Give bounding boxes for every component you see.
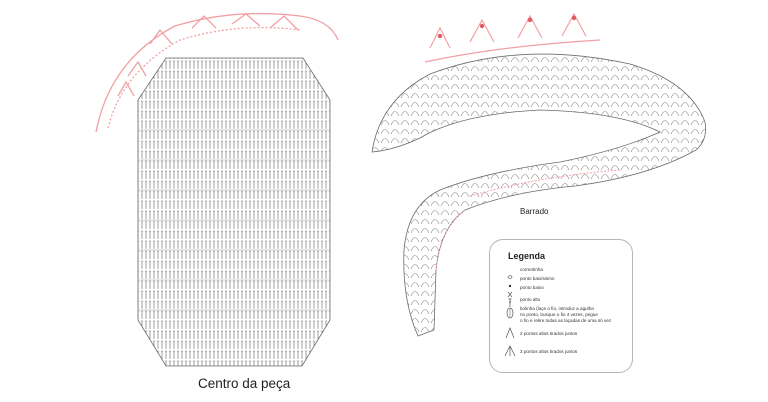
border-edging (424, 12, 601, 63)
legend: Legenda correntinha ponto baixíssimo pon… (489, 239, 633, 373)
legend-item: bolinha (laçe o fio, introduz a agulha n… (520, 306, 612, 323)
legend-item: ponto baixo (520, 285, 544, 290)
legend-item: correntinha (520, 267, 543, 272)
double-crochet-icon (504, 295, 516, 313)
single-crochet-icon (504, 285, 516, 303)
border-piece (371, 53, 706, 337)
border-label: Barrado (520, 207, 549, 216)
legend-title: Legenda (508, 251, 546, 261)
legend-item: 2 pontos altos tirados juntos (520, 331, 578, 336)
dc3tog-icon (504, 344, 516, 362)
slip-stitch-icon (504, 276, 516, 294)
bobble-icon (504, 306, 516, 324)
legend-item: ponto baixíssimo (520, 276, 555, 281)
legend-item: ponto alto (520, 297, 541, 302)
dc2tog-icon (504, 326, 516, 344)
legend-item: 3 pontos altos tirados juntos (520, 349, 578, 354)
center-piece (137, 57, 331, 367)
center-piece-label: Centro da peça (198, 376, 291, 391)
chain-stitch-icon (504, 267, 516, 285)
border-bobbles (437, 15, 577, 39)
center-edging (95, 12, 339, 133)
